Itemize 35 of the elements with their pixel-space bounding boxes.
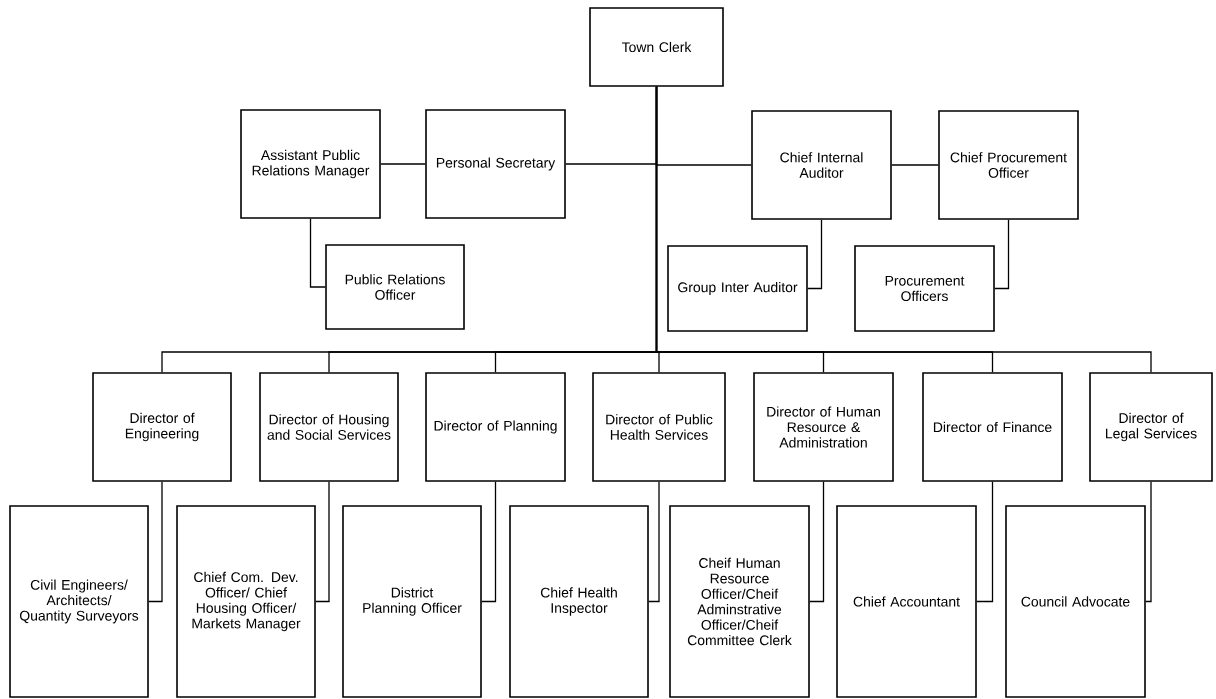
- connector-line: [148, 481, 163, 603]
- connector-line: [380, 163, 426, 165]
- connector-line: [1145, 481, 1152, 603]
- position-box: Director of Legal Services: [1089, 372, 1213, 482]
- position-box: Personal Secretary: [425, 109, 566, 219]
- position-box: Public Relations Officer: [325, 244, 465, 330]
- connector-line: [648, 481, 660, 603]
- connector-line: [655, 86, 1152, 373]
- position-box: Chief Accountant: [836, 505, 977, 698]
- position-box: Assistant Public Relations Manager: [240, 109, 381, 219]
- position-box: Town Clerk: [589, 7, 724, 87]
- position-box: Director of Human Resource & Administration: [753, 372, 894, 482]
- connector-line: [891, 164, 939, 166]
- position-box: Procurement Officers: [854, 245, 995, 332]
- connector-line: [309, 218, 326, 288]
- connector-line: [976, 481, 994, 603]
- connector-line: [807, 219, 823, 290]
- connector-line: [481, 481, 497, 603]
- position-box: Director of Housing and Social Services: [259, 372, 399, 482]
- position-box: Director of Planning: [425, 372, 566, 482]
- position-box: Council Advocate: [1005, 505, 1146, 698]
- position-box: Group Inter Auditor: [667, 245, 808, 332]
- position-box: Chief Internal Auditor: [751, 110, 892, 220]
- position-box: District Planning Officer: [342, 505, 482, 698]
- position-box: Director of Finance: [922, 372, 1063, 482]
- position-box: Cheif Human Resource Officer/Cheif Adminstrative Officer/Cheif Committee Clerk: [669, 505, 810, 698]
- position-box: Director of Public Health Services: [592, 372, 726, 482]
- connector-line: [315, 481, 330, 603]
- position-box: Chief Health Inspector: [509, 505, 649, 698]
- position-box: Civil Engineers/ Architects/ Quantity Surveyors: [9, 505, 149, 698]
- connector-line: [994, 219, 1010, 290]
- position-box: Chief Procurement Officer: [938, 110, 1079, 220]
- position-box: Chief Com. Dev. Officer/ Chief Housing Officer/ Markets Manager: [176, 505, 316, 698]
- connector-line: [809, 481, 825, 603]
- position-box: Director of Engineering: [92, 372, 232, 482]
